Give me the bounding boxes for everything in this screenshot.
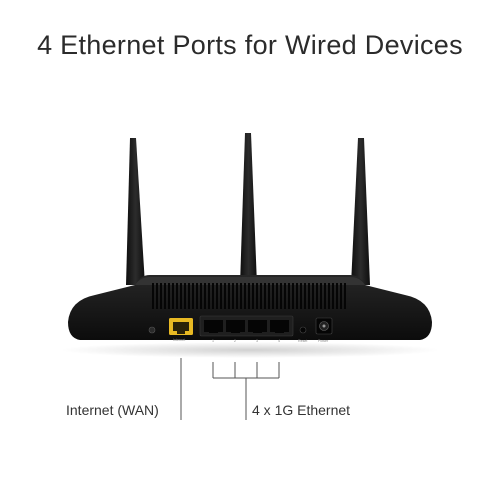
wan-port [169, 318, 193, 335]
vent-slot [248, 283, 250, 309]
vent-slot [228, 283, 230, 309]
vent-slot [168, 283, 170, 309]
reset-button [299, 326, 307, 334]
lan-port-block [199, 315, 294, 337]
power-jack [315, 317, 333, 335]
antenna-right [351, 138, 370, 285]
wan-callout-label: Internet (WAN) [66, 402, 159, 418]
vent-slot [212, 283, 214, 309]
vent-slot [300, 283, 302, 309]
vent-slot [204, 283, 206, 309]
lan-port-4 [270, 320, 289, 333]
vent-slot [340, 283, 342, 309]
router-shadow [60, 342, 440, 358]
vent-slot [160, 283, 162, 309]
vent-slot [164, 283, 166, 309]
vent-slot [256, 283, 258, 309]
vent-grille [152, 283, 346, 309]
vent-slot [288, 283, 290, 309]
vent-slot [316, 283, 318, 309]
vent-slot [344, 283, 346, 309]
vent-slot [156, 283, 158, 309]
vent-slot [196, 283, 198, 309]
wps-button [148, 326, 156, 334]
lan-port-1 [204, 320, 223, 333]
vent-slot [172, 283, 174, 309]
vent-slot [324, 283, 326, 309]
vent-slot [240, 283, 242, 309]
vent-slot [276, 283, 278, 309]
vent-slot [320, 283, 322, 309]
vent-slot [208, 283, 210, 309]
vent-slot [244, 283, 246, 309]
vent-slot [308, 283, 310, 309]
lan-port-2 [226, 320, 245, 333]
vent-slot [216, 283, 218, 309]
vent-slot [292, 283, 294, 309]
vent-slot [336, 283, 338, 309]
vent-slot [252, 283, 254, 309]
vent-slot [188, 283, 190, 309]
vent-slot [304, 283, 306, 309]
vent-slot [284, 283, 286, 309]
vent-slot [232, 283, 234, 309]
vent-slot [260, 283, 262, 309]
vent-slot [272, 283, 274, 309]
wan-port-label: Internet [173, 338, 185, 342]
ethernet-callout-label: 4 x 1G Ethernet [252, 402, 351, 418]
power-label: Power [318, 339, 329, 343]
vent-slot [180, 283, 182, 309]
ethernet-bracket [212, 362, 280, 420]
vent-slot [296, 283, 298, 309]
vent-slot [220, 283, 222, 309]
lan-port-3 [248, 320, 267, 333]
vent-slot [332, 283, 334, 309]
vent-slot [328, 283, 330, 309]
antenna-left [126, 138, 145, 285]
vent-slot [312, 283, 314, 309]
vent-slot [264, 283, 266, 309]
vent-slot [200, 283, 202, 309]
vent-slot [184, 283, 186, 309]
vent-slot [152, 283, 154, 309]
vent-slot [224, 283, 226, 309]
lan-port-1-label: 1 [212, 339, 214, 343]
lan-port-2-label: 2 [234, 339, 236, 343]
reset-label: Reset [298, 339, 307, 343]
lan-port-3-label: 3 [256, 339, 258, 343]
vent-slot [236, 283, 238, 309]
vent-slot [176, 283, 178, 309]
vent-slot [280, 283, 282, 309]
vent-slot [268, 283, 270, 309]
lan-port-4-label: 4 [278, 339, 280, 343]
vent-slot [192, 283, 194, 309]
headline: 4 Ethernet Ports for Wired Devices [37, 30, 463, 60]
antenna-center [240, 133, 257, 285]
